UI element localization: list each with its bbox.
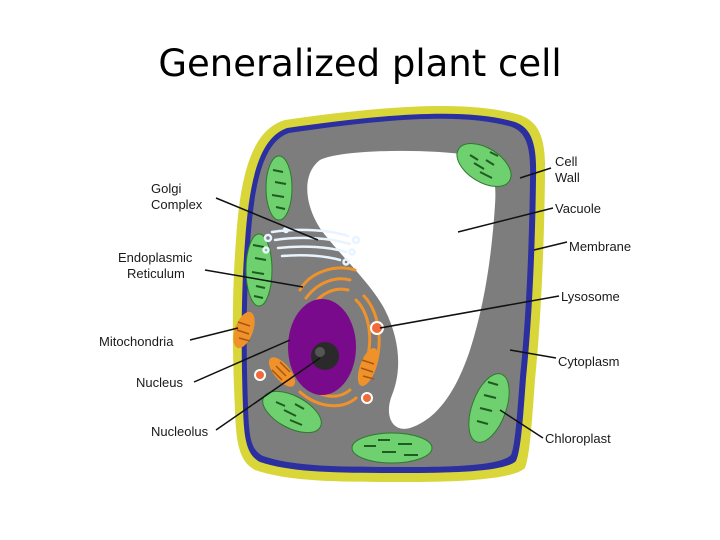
label-cytoplasm: Cytoplasm <box>558 354 619 369</box>
chloroplast-bottom-center <box>351 432 433 464</box>
label-mitochondria: Mitochondria <box>99 334 174 349</box>
label-lines <box>189 167 568 439</box>
label-er-line2: Reticulum <box>127 266 185 281</box>
nucleolus <box>311 342 339 370</box>
label-nucleolus: Nucleolus <box>151 424 209 439</box>
label-lysosome: Lysosome <box>561 289 620 304</box>
chloroplast-left-top <box>265 155 293 221</box>
mitochondrion-left <box>233 311 255 349</box>
chloroplast-bottom-right <box>468 373 510 443</box>
label-nucleus: Nucleus <box>136 375 183 390</box>
vacuole <box>307 150 496 429</box>
label-membrane: Membrane <box>569 239 631 254</box>
slide-title: Generalized plant cell <box>158 42 562 85</box>
chloroplast-bottom-left <box>262 390 322 434</box>
label-cell-wall-line1: Cell <box>555 154 578 169</box>
mitochondrion-right <box>357 348 379 386</box>
label-cell-wall-line2: Wall <box>555 170 580 185</box>
label-er-line1: Endoplasmic <box>118 250 193 265</box>
label-vacuole: Vacuole <box>555 201 601 216</box>
golgi-complex <box>262 226 361 266</box>
label-golgi-line2: Complex <box>151 197 203 212</box>
label-chloroplast: Chloroplast <box>545 431 611 446</box>
lysosomes <box>254 321 384 404</box>
label-golgi-line1: Golgi <box>151 181 181 196</box>
chloroplast-left-middle <box>245 233 273 307</box>
chloroplast-top-right <box>456 143 512 187</box>
